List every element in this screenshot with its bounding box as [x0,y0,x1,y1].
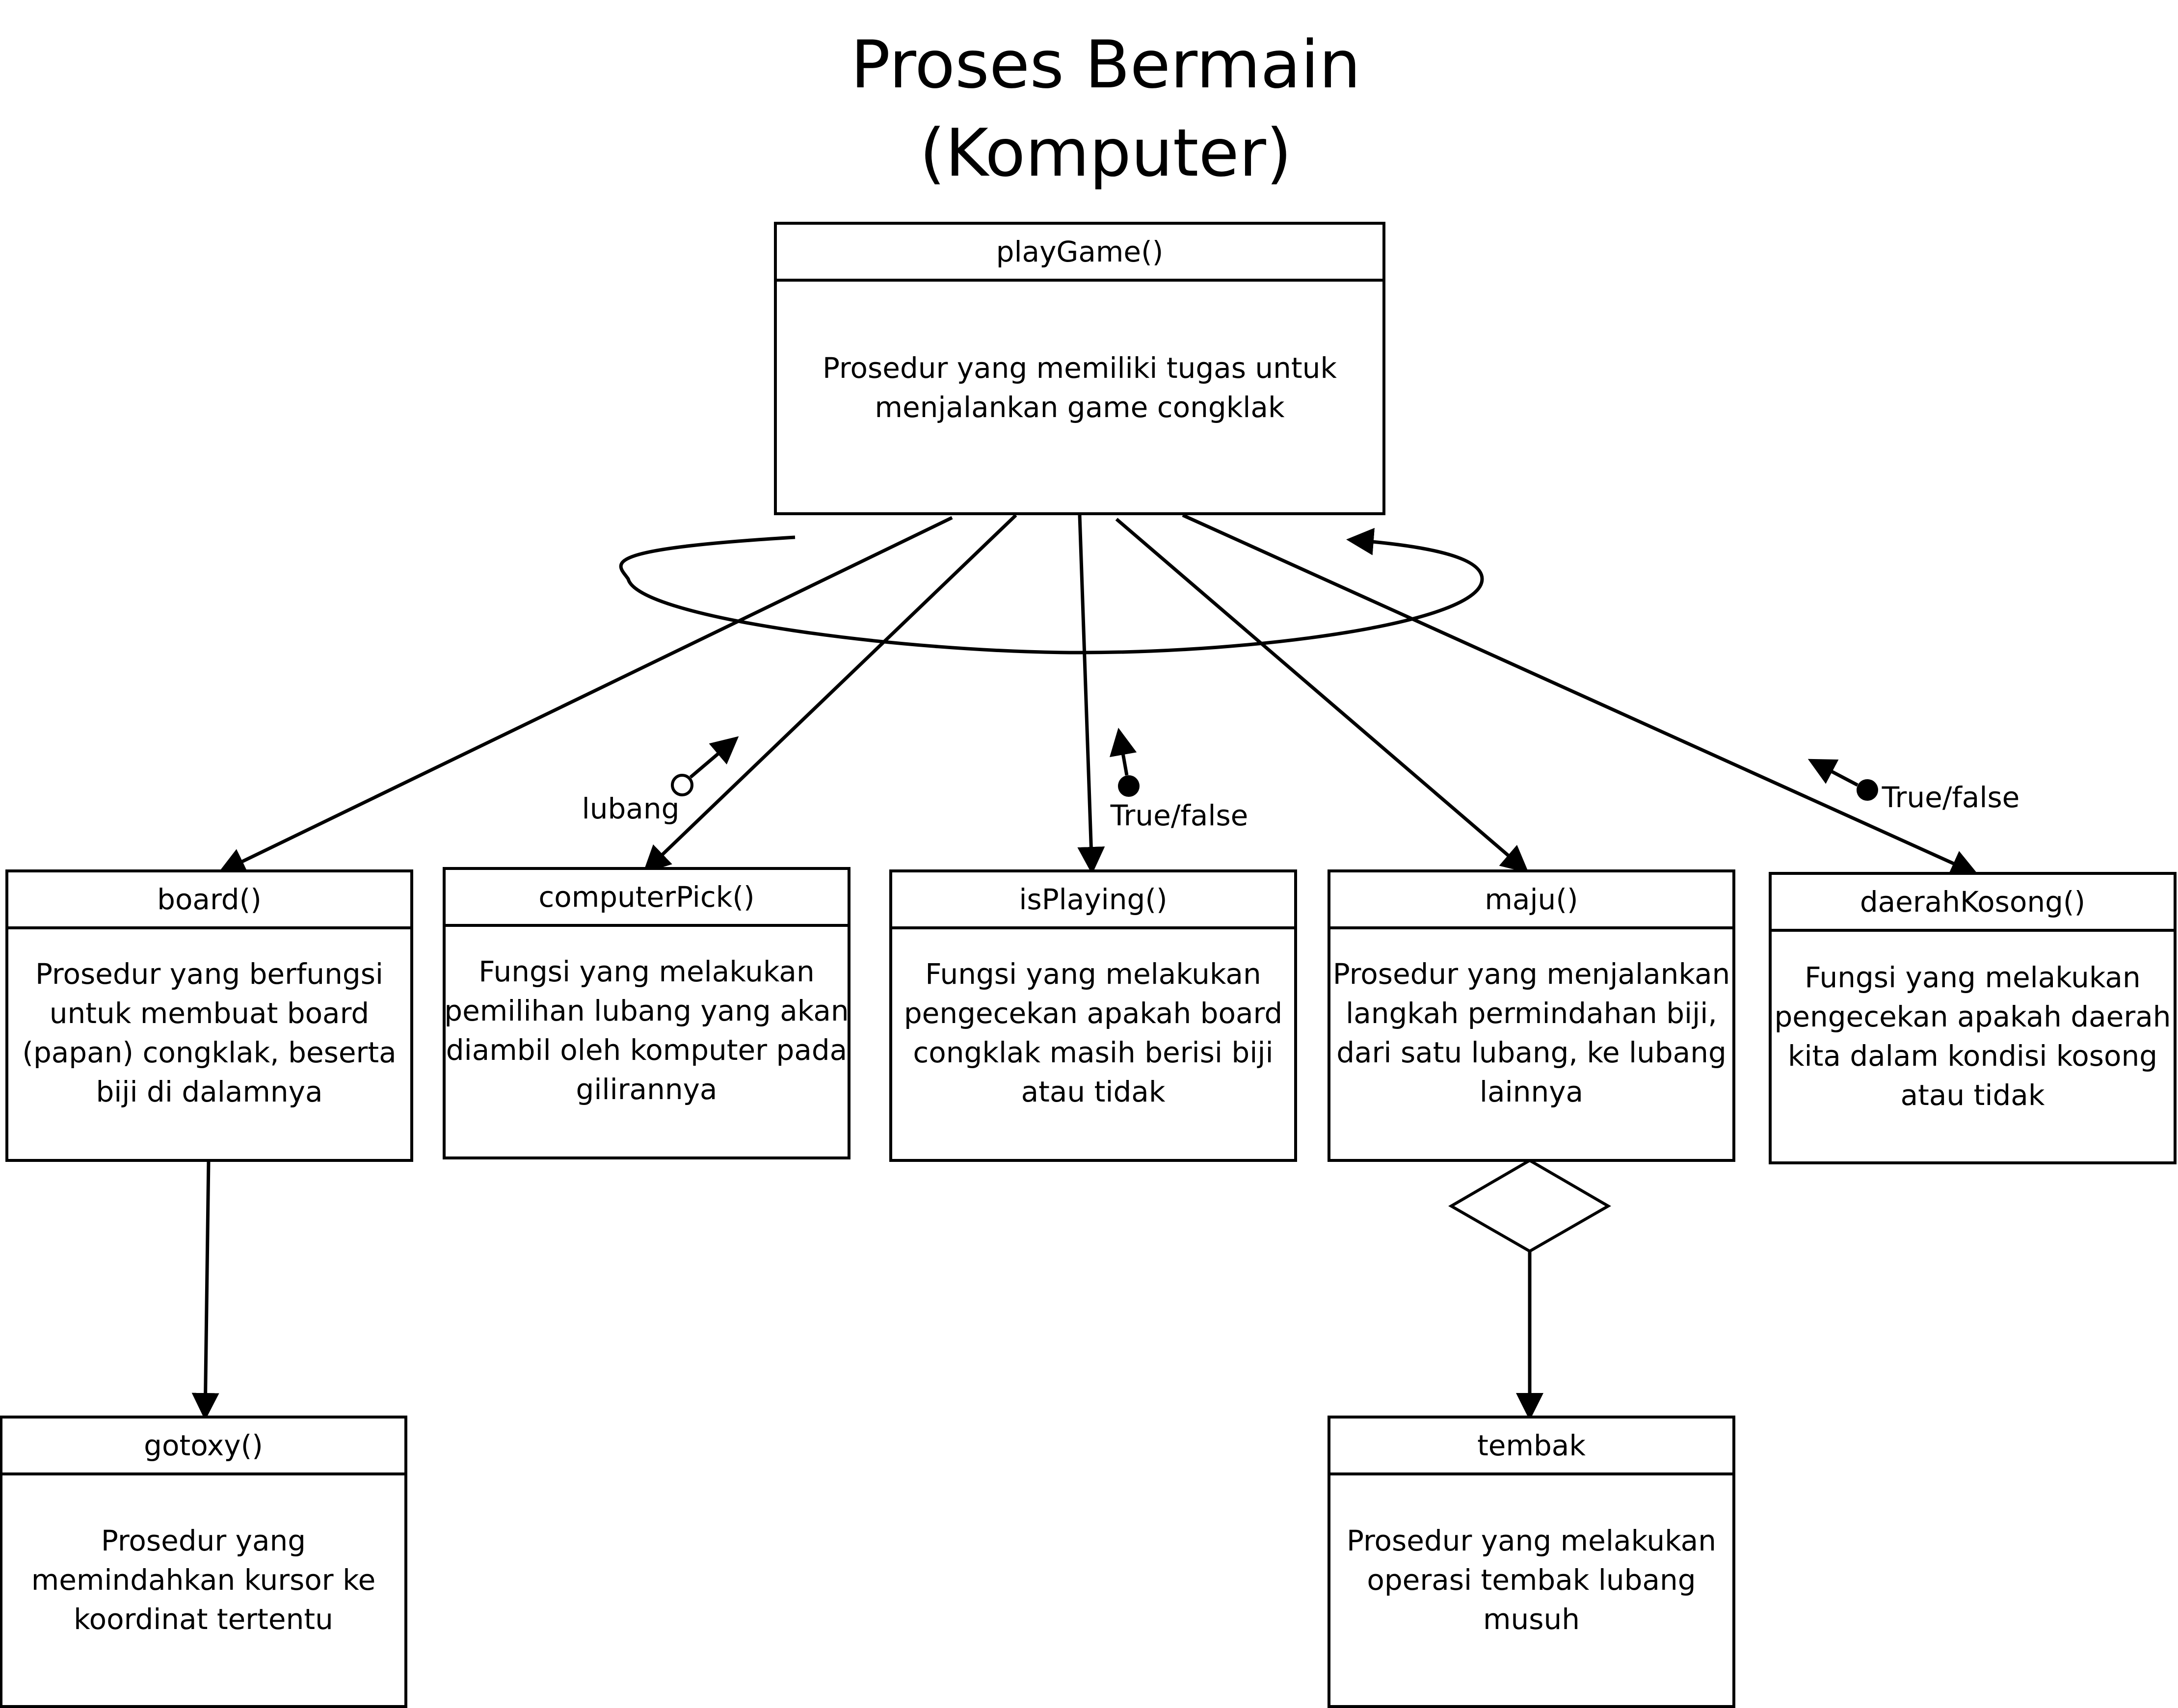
module-title: computerPick() [538,880,754,914]
module-description-line: menjalankan game congklak [875,391,1284,424]
module-board: board() Prosedur yang berfungsi untuk memb… [5,869,413,1162]
flow-label-lubang: lubang [582,792,680,825]
module-playGame: playGame() Prosedur yang memiliki tugas u… [774,222,1385,515]
control-couple-icon [1857,779,1878,801]
module-title: maju() [1485,883,1578,916]
module-title: gotoxy() [144,1429,263,1462]
control-couple-icon [1118,775,1140,797]
module-daerahKosong: daerahKosong() Fungsi yang melakukan penge… [1769,872,2177,1164]
data-couple-icon [671,774,693,796]
module-description-line: koordinat tertentu [74,1603,333,1636]
module-description-line: atau tidak [1021,1075,1166,1108]
module-description-line: untuk membuat board [50,997,370,1030]
call-arrow-gotoxy [191,1160,219,1420]
module-box [889,869,1297,1162]
module-maju: maju() Prosedur yang menjalankan langkah p… [1328,869,1735,1162]
control-couple-arrow [1807,759,1859,787]
module-description-line: Prosedur yang berfungsi [35,957,383,991]
module-description-line: Fungsi yang melakukan [478,955,814,988]
module-title: tembak [1477,1429,1586,1462]
module-computerPick: computerPick() Fungsi yang melakukan pemil… [443,867,850,1159]
module-description-line: atau tidak [1901,1078,2045,1112]
module-description-line: dari satu lubang, ke lubang [1336,1036,1726,1069]
data-couple-arrow [689,736,739,779]
module-title: daerahKosong() [1860,885,2085,919]
module-description-line: Prosedur yang memiliki tugas untuk [823,351,1337,385]
module-description-line: biji di dalamnya [96,1075,322,1108]
module-box [1328,869,1735,1162]
module-description-line: (papan) congklak, beserta [22,1036,396,1069]
module-title: board() [157,883,262,916]
module-description-line: congklak masih berisi biji [913,1036,1273,1069]
module-description-line: pengecekan apakah board [904,997,1282,1030]
control-couple-arrow [1110,728,1137,776]
module-box [1769,872,2177,1164]
module-box [0,1416,407,1708]
module-description-line: Fungsi yang melakukan [925,957,1261,991]
call-arrow-isPlaying [1077,515,1105,874]
module-box [1328,1416,1735,1708]
module-description-line: Prosedur yang menjalankan [1333,957,1730,991]
call-arrow-daerahKosong [1182,513,1979,876]
modules: playGame() Prosedur yang memiliki tugas u… [0,222,2177,1708]
module-description-line: lainnya [1480,1075,1583,1108]
module-description-line: Prosedur yang melakukan [1347,1524,1716,1557]
module-description-line: musuh [1483,1603,1580,1636]
module-box [443,867,850,1159]
flow-label-daerahKosong: True/false [1882,781,2020,814]
module-description-line: Fungsi yang melakukan [1805,961,2140,994]
module-title: isPlaying() [1019,883,1167,916]
module-box [5,869,413,1162]
module-gotoxy: gotoxy() Prosedur yang memindahkan kursor … [0,1416,407,1708]
module-description-line: memindahkan kursor ke [31,1563,376,1597]
module-description-line: pengecekan apakah daerah [1774,1000,2171,1033]
module-isPlaying: isPlaying() Fungsi yang melakukan pengecek… [889,869,1297,1162]
selection-diamond [1448,1158,1611,1253]
diagram-title-line2: (Komputer) [920,115,1292,191]
flow-label-isPlaying: True/false [1110,799,1248,832]
iteration-loop [619,527,1484,655]
module-description-line: langkah permindahan biji, [1346,997,1717,1030]
diagram-title-line1: Proses Bermain [850,26,1360,103]
call-arrow-maju [1115,518,1529,873]
module-description-line: kita dalam kondisi kosong [1788,1039,2157,1073]
call-arrow-computerPick [642,514,1017,873]
module-box [774,222,1385,515]
module-description-line: operasi tembak lubang [1367,1563,1696,1597]
module-description-line: diambil oleh komputer pada [446,1033,847,1067]
module-description-line: pemilihan lubang yang akan [444,994,849,1027]
module-title: playGame() [996,235,1164,268]
module-description-line: gilirannya [576,1073,717,1106]
module-description-line: Prosedur yang [101,1524,306,1557]
call-arrow-board [217,516,953,874]
